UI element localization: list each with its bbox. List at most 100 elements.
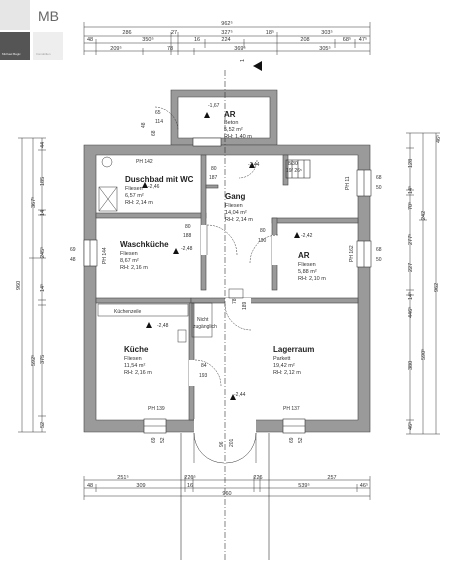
dim-top-r2-1: 286 [122,30,131,36]
dim-left-9: 52 [40,422,46,428]
dim-top-total: 962⁵ [221,20,232,27]
room-kueche-name: Küche [124,345,149,354]
dim-left-total: 960 [16,281,22,290]
ph139-label: PH 139 [148,406,165,412]
dim-bot-r2-3: 16 [187,483,193,489]
room-wasch-level: -2,48 [181,246,193,252]
bottom-dimensions [83,476,371,500]
dim-left-8: 592⁵ [30,355,37,366]
dim-top-r3-6: 68⁵ [343,36,351,43]
dim-right-total: 962 [434,283,440,292]
room-kueche-height: RH: 2,16 m [124,370,152,376]
dim-top-r3-2: 350⁵ [142,36,153,43]
op-78: 78 [232,298,238,304]
dim-bot-total: 960 [222,491,231,497]
dim-right-7: 227 [408,263,414,272]
stair-label-2: 19/ 26⁵ [286,168,302,174]
dim-right-3: 14⁵ [407,186,414,194]
dim-top-r4-3: 369⁵ [234,45,245,52]
room-kueche-floor: Fliesen [124,356,142,362]
logo-tagline-right: Immobilien [36,52,51,56]
north-arrow: 1 [240,59,262,71]
dim-right-2: 128 [408,159,414,168]
dim-left-1: 44 [40,142,46,148]
dim-left-6: 14⁵ [39,284,46,292]
dim-left-2: 185 [40,177,46,186]
op-189: 189 [242,301,248,310]
room-ar-right-height: RH: 2,10 m [298,276,326,282]
op-193: 193 [199,373,208,379]
op-190: 190 [258,238,267,244]
dim-left-3: 14 [40,210,46,216]
room-dusch-area: 6,57 m² [125,193,144,199]
dim-top-r2-4: 18⁵ [266,29,274,36]
nicht-label: Nicht [197,317,209,323]
op-w69b: 69 [151,437,157,443]
op-187: 187 [209,175,218,181]
room-ar-top-area: 5,52 m² [224,127,243,133]
dim-top-r2-3: 327⁵ [221,29,232,36]
dim-top-r3-3: 16 [194,37,200,43]
dim-top-r3-5: 208 [300,37,309,43]
op-84: 84 [201,363,207,369]
dim-right-9: 446⁵ [407,307,414,318]
room-wasch-height: RH: 2,16 m [120,265,148,271]
room-ar-right-floor: Fliesen [298,262,316,268]
dim-right-8: 14⁵ [407,292,414,300]
logo-tile-dark [0,32,30,60]
dim-top-r4-4: 305⁵ [319,45,330,52]
inaccessible-box [191,302,213,338]
dim-top-r4-1: 209⁵ [110,45,121,52]
walkway [180,70,311,560]
op-w69c: 69 [289,437,295,443]
room-ar-right-area: 5,88 m² [298,269,317,275]
room-ar-top-name: AR [224,110,236,119]
op-65: 65 [155,110,161,116]
dim-bot-r1-4: 257 [327,475,336,481]
room-ar-right-level: -2,42 [301,233,313,239]
room-wasch-name: Waschküche [120,240,169,249]
room-dusch-name: Duschbad mit WC [125,175,194,184]
dim-bot-r2-2: 309 [136,483,145,489]
dim-left-7: 375 [40,355,46,364]
op-w50a: 50 [376,185,382,191]
dim-right-4: 70⁵ [407,202,414,210]
dim-bot-r1-3: 226 [253,475,262,481]
dim-right-10: 380 [408,361,414,370]
dim-bot-r2-4: 539⁵ [298,482,309,489]
room-dusch-level: -2,46 [148,184,160,190]
openings [84,138,371,433]
dim-bot-r1-2: 226⁵ [184,474,195,481]
op-48door: 48 [141,122,147,128]
shower-tray [98,186,118,212]
north-label: 1 [240,59,246,62]
dim-right-6: 277⁵ [407,234,414,245]
right-dimensions [406,132,440,435]
room-kueche-area: 11,54 m² [124,363,145,369]
top-dimensions [83,22,371,55]
dim-top-r2-2: 27 [171,30,177,36]
room-gang-height: RH: 2,14 m [225,217,253,223]
logo-tile-light [0,0,30,30]
ph142-label: PH 142 [136,159,153,165]
op-w68b: 68 [376,247,382,253]
room-lager-area: 19,42 m² [273,363,295,369]
dim-top-r3-7: 47⁵ [359,36,367,43]
room-wasch-area: 8,67 m² [120,258,139,264]
room-gang-name: Gang [225,192,246,201]
left-dimensions [18,137,46,433]
room-lager-level: -2,44 [234,392,246,398]
room-ar-top-floor: Beton [224,120,238,126]
dim-bot-r1-1: 251⁵ [117,474,128,481]
dim-right-12: 46⁵ [407,422,414,430]
room-ar-top-height: RH: 1,40 m [224,134,252,140]
kitchen-counter [97,303,189,317]
room-lager-height: RH: 2,12 m [273,370,301,376]
dim-right-11: 590⁵ [420,349,427,360]
window-frames [83,137,372,434]
dim-bot-r2-1: 48 [87,483,93,489]
kuechenzeile-label: Küchenzeile [114,309,141,315]
door-swings [154,106,279,464]
ph11-label: PH 11 [345,176,351,190]
